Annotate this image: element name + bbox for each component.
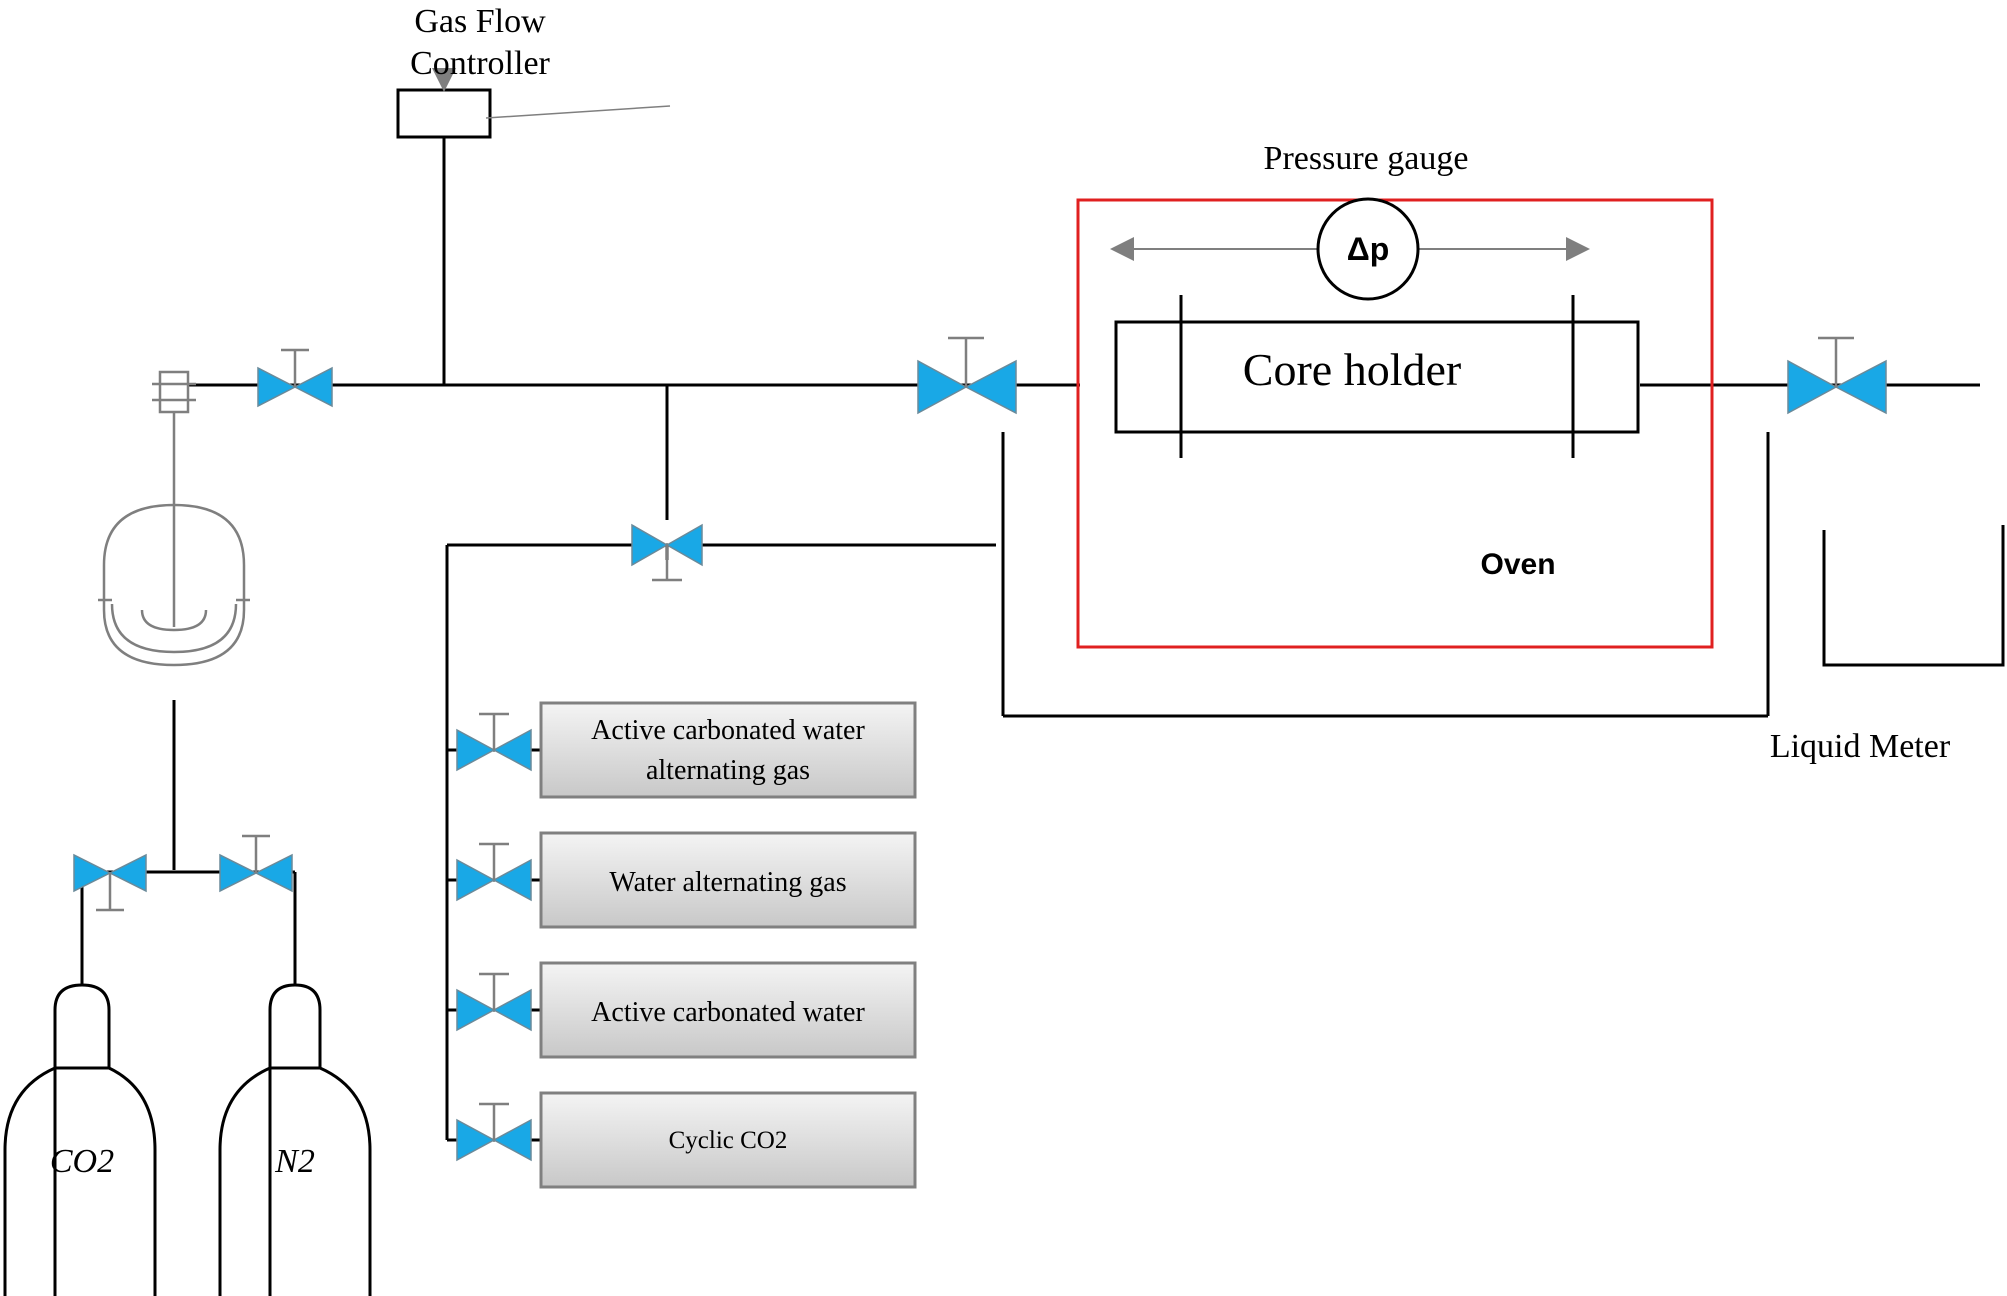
n2-cylinder-left — [218, 1066, 271, 1296]
option-box-2 — [539, 831, 917, 929]
inlet-fitting — [152, 370, 196, 414]
valve-option-4[interactable] — [456, 1102, 532, 1162]
gas-flow-controller-label-1: Gas Flow — [414, 3, 546, 40]
liquid-meter — [1822, 525, 2005, 667]
valve-option-1[interactable] — [456, 712, 532, 772]
mixing-vessel — [98, 412, 250, 667]
controller-pointer-line — [485, 105, 671, 119]
option-box-1 — [539, 701, 917, 799]
valve-co2[interactable] — [73, 853, 147, 912]
option-box-3 — [539, 961, 917, 1059]
option-1-line1: Active carbonated water — [591, 715, 865, 746]
delta-p-symbol: Δp — [1347, 231, 1390, 267]
option-4-line1: Cyclic CO2 — [669, 1127, 788, 1154]
valve-inlet[interactable] — [257, 348, 333, 408]
n2-cylinder — [268, 983, 372, 1296]
valve-n2[interactable] — [219, 834, 293, 893]
co2-cylinder-left — [3, 1066, 56, 1296]
valve-lower-line[interactable] — [631, 523, 703, 582]
core-holder-label: Core holder — [1243, 344, 1461, 395]
liquid-meter-label: Liquid Meter — [1770, 728, 1951, 765]
valve-option-2[interactable] — [456, 842, 532, 902]
oven-boundary — [1076, 198, 1714, 649]
option-2-line1: Water alternating gas — [609, 867, 846, 898]
option-3-line1: Active carbonated water — [591, 997, 865, 1028]
option-1-line2: alternating gas — [646, 755, 810, 786]
cylinder-co2-label: CO2 — [50, 1143, 114, 1180]
valve-oven-inlet[interactable] — [917, 336, 1017, 415]
gas-flow-controller-label-2: Controller — [410, 45, 550, 82]
core-holder — [1114, 320, 1640, 434]
oven-label: Oven — [1480, 548, 1555, 581]
valve-option-3[interactable] — [456, 972, 532, 1032]
cylinder-n2-label: N2 — [274, 1143, 315, 1180]
co2-cylinder — [53, 983, 157, 1296]
pressure-gauge — [1316, 197, 1420, 301]
valve-outlet[interactable] — [1787, 336, 1887, 415]
gas-flow-controller-box — [396, 88, 492, 139]
pressure-gauge-label: Pressure gauge — [1264, 140, 1469, 177]
option-box-4 — [539, 1091, 917, 1189]
